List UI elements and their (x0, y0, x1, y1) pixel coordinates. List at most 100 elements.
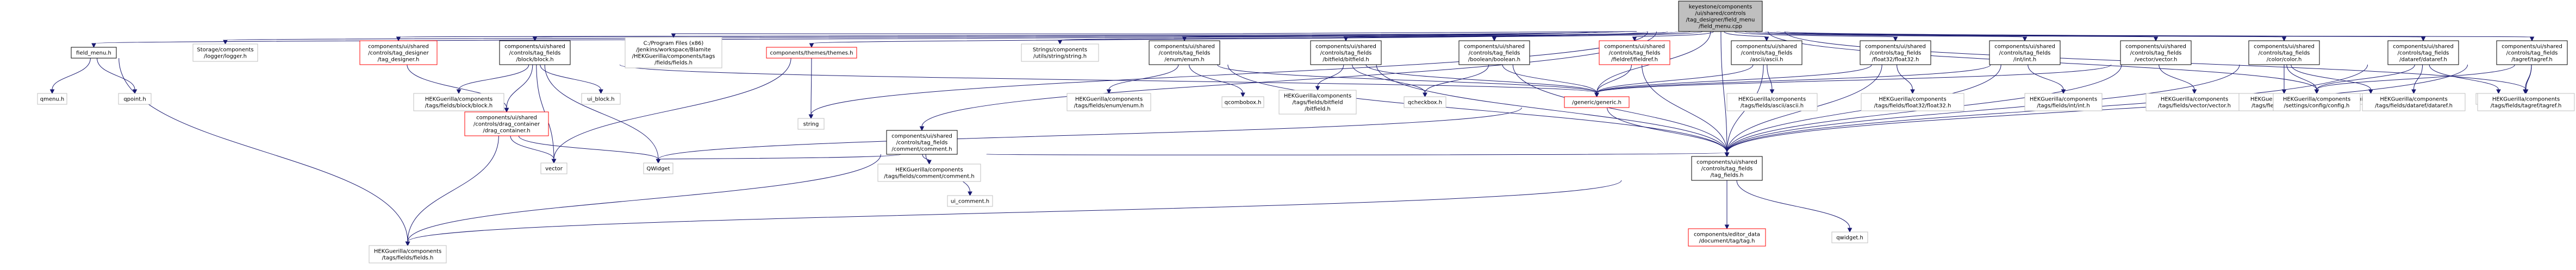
edge-arrowhead (2281, 36, 2287, 42)
node-label-line: string (803, 122, 819, 128)
graph-node-vector-h[interactable]: components/ui/shared/controls/tag_fields… (2120, 40, 2192, 65)
edge-vector-h-to-generic-h (1594, 64, 2112, 98)
graph-node-hex-settings: HEKGuerilla/components/settings/config/c… (2273, 93, 2361, 111)
graph-node-ascii-h[interactable]: components/ui/shared/controls/tag_fields… (1731, 40, 1802, 65)
graph-node-boolean-h[interactable]: components/ui/shared/controls/tag_fields… (1458, 40, 1530, 65)
graph-node-dataref-h[interactable]: components/ui/shared/controls/tag_fields… (2387, 40, 2459, 65)
edge-arrowhead (1492, 36, 1497, 42)
edge-enum-h-to-hex-enum (1106, 64, 1179, 95)
node-label-line: components/ui/shared (1736, 44, 1797, 50)
node-label-line: components/ui/shared (504, 44, 565, 50)
node-label-line: /block/block.h (516, 57, 553, 63)
node-box (2362, 93, 2466, 111)
edge-arrowhead (1632, 36, 1637, 42)
node-label-line: QWidget (646, 166, 670, 172)
edge-bitfield-h-to-hex-bitfield (1315, 64, 1344, 91)
graph-node-color-h[interactable]: components/ui/shared/controls/tag_fields… (2248, 40, 2320, 65)
edge-arrowhead (1182, 36, 1187, 42)
node-label-line: /controls/tag_fields (1701, 166, 1753, 172)
edge-line (810, 58, 812, 115)
node-box (1221, 96, 1264, 108)
edge-root-to-int-h (1744, 31, 2028, 42)
graph-node-drag-container: components/ui/shared/controls/drag_conta… (464, 111, 549, 136)
edge-int-h-to-generic-h (1594, 64, 1991, 98)
node-label-line: qwidget.h (1836, 235, 1863, 241)
edge-arrowhead (405, 241, 410, 247)
graph-node-qwidget: QWidget (643, 162, 673, 174)
edge-line (2525, 64, 2532, 90)
node-label-line: HEKGuerilla/components (2380, 97, 2447, 103)
node-label-line: Strings/components (1033, 47, 1087, 53)
node-box (413, 93, 504, 111)
node-label-line: /controls/tag_fields (1469, 51, 1520, 56)
edge-line (407, 180, 1622, 242)
node-label-line: /Jenkins/workspace/Blamite (636, 47, 711, 53)
node-box (1861, 93, 1964, 111)
graph-node-tagref-h[interactable]: components/ui/shared/controls/tag_fields… (2496, 40, 2568, 65)
node-label-line: /color/color.h (2267, 57, 2302, 63)
edge-tagref-h-to-ui-tagref (2523, 64, 2532, 95)
graph-node-enum-h[interactable]: components/ui/shared/controls/tag_fields… (1149, 40, 1220, 65)
node-box (1731, 40, 1802, 65)
graph-node-hex-enum: HEKGuerilla/components/tags/fields/enum/… (1066, 93, 1151, 111)
node-label-line: qcheckbox.h (1408, 100, 1442, 106)
node-box (2273, 93, 2361, 111)
node-label-line: /generic/generic.h (1572, 100, 1621, 106)
edge-vector-h-to-hex-vector (2159, 64, 2197, 95)
node-label-line: qmenu.h (40, 97, 64, 103)
edge-arrowhead (2411, 89, 2416, 95)
graph-node-bitfield-h[interactable]: components/ui/shared/controls/tag_fields… (1310, 40, 1382, 65)
node-box (359, 40, 438, 65)
node-label-line: /document/tag/tag.h (1699, 238, 1755, 244)
edge-tagref-h-to-hex-tagref (2523, 64, 2532, 95)
edge-line (1217, 64, 1597, 93)
node-label-line: components/ui/shared (2254, 44, 2315, 50)
node-label-line: /controls/tag_fields (2506, 51, 2558, 56)
edge-line (518, 135, 659, 160)
node-label-line: /tag_designer.h (378, 57, 420, 63)
edge-comment-h-to-tag-fields-h (986, 152, 1730, 158)
node-label-line: HEKGuerilla/components (2030, 97, 2097, 103)
graph-node-hex-vector: HEKGuerilla/components/tags/fields/vecto… (2145, 93, 2243, 111)
edge-line (1502, 64, 1597, 93)
node-label-line: /controls/tag_fields (2398, 51, 2449, 56)
edge-line (1897, 64, 1913, 90)
edge-line (2413, 64, 2423, 90)
edge-line (407, 154, 881, 242)
edge-line (2028, 64, 2064, 90)
graph-node-comment-h[interactable]: components/ui/shared/controls/tag_fields… (886, 130, 958, 155)
graph-node-field-menu-h[interactable]: field_menu.h (71, 47, 117, 59)
edge-arrowhead (1724, 152, 1730, 158)
node-label-line: HEKGuerilla/components (1738, 97, 1806, 103)
node-box (118, 93, 152, 105)
node-label-line: /ui/shared/controls (1695, 11, 1745, 17)
edge-line (407, 135, 499, 242)
node-label-line: /comment/comment.h (891, 147, 952, 153)
node-box (1021, 43, 1099, 62)
edge-root-to-float32-h (1734, 31, 1898, 42)
graph-node-tag-fields-h[interactable]: components/ui/shared/controls/tag_fields… (1691, 156, 1763, 181)
edge-drag-container-to-vector (510, 135, 557, 164)
graph-node-block-h[interactable]: components/ui/shared/controls/tag_fields… (499, 40, 571, 65)
edge-line (1755, 31, 2156, 37)
edge-line (1720, 31, 1727, 153)
node-label-line: /tags/fields/enum/enum.h (1074, 103, 1144, 109)
edge-arrowhead (671, 33, 676, 39)
edge-line (93, 31, 1591, 44)
graph-node-program-files: C:/Program Files (x86)/Jenkins/workspace… (625, 37, 722, 68)
edge-arrowhead (2496, 89, 2501, 95)
edge-line (534, 31, 1626, 37)
graph-node-int-h[interactable]: components/ui/shared/controls/tag_fields… (1989, 40, 2061, 65)
edge-arrowhead (91, 43, 96, 48)
node-label-line: /utils/string/string.h (1033, 54, 1087, 60)
edge-enum-h-to-generic-h (1217, 64, 1599, 98)
edge-line (658, 107, 1522, 160)
node-label-line: /HEKGuerilla/components/tags (632, 54, 715, 60)
edge-line (2159, 64, 2195, 90)
graph-node-float32-h[interactable]: components/ui/shared/controls/tag_fields… (1860, 40, 1931, 65)
edge-line (2316, 64, 2415, 90)
node-label-line: HEKGuerilla/components (2161, 97, 2228, 103)
node-box (540, 162, 567, 174)
graph-node-root[interactable]: keyestone/components/ui/shared/controls/… (1678, 1, 1763, 32)
edge-line (1352, 64, 1425, 93)
